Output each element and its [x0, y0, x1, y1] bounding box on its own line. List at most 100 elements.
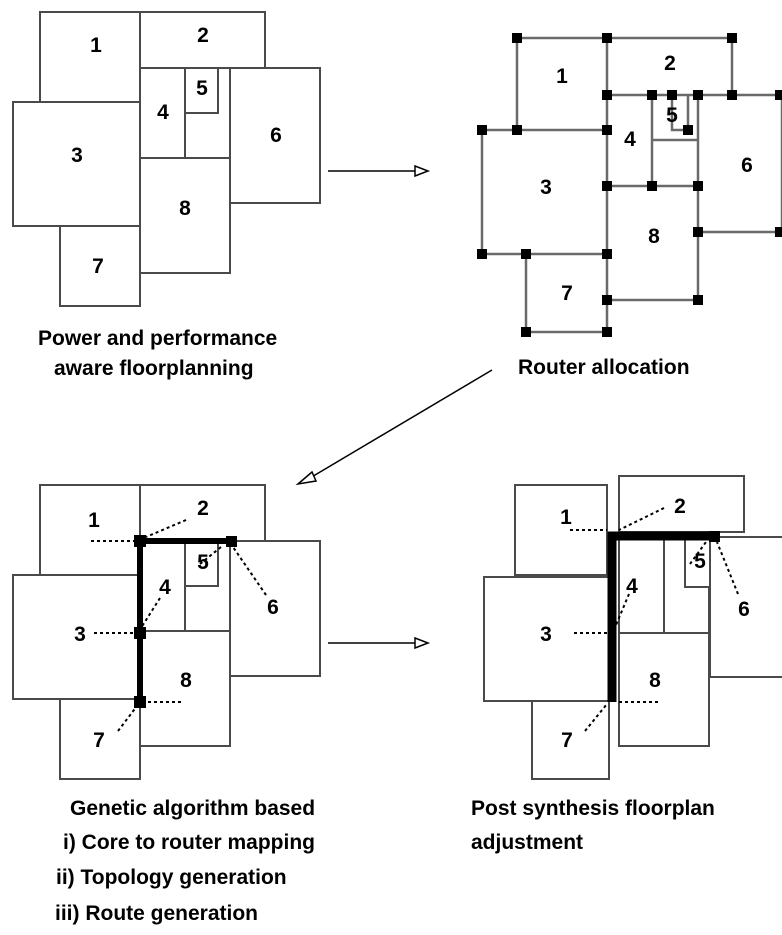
router-node — [521, 327, 531, 337]
block-label-7: 7 — [93, 729, 105, 752]
block-label-3: 3 — [74, 623, 86, 646]
block-label-1: 1 — [560, 506, 572, 529]
arrow-to-router-allocation — [328, 164, 431, 178]
block-2 — [139, 11, 266, 69]
caption-post-1: Post synthesis floorplan — [471, 797, 715, 820]
arrow-to-genetic-algorithm — [295, 369, 493, 486]
block-2 — [618, 475, 745, 533]
router-node — [602, 90, 612, 100]
caption-router-allocation: Router allocation — [518, 356, 690, 379]
block-8 — [139, 630, 231, 747]
block-2 — [139, 484, 266, 542]
block-label-3: 3 — [540, 623, 552, 646]
block-6 — [229, 67, 321, 204]
block-label-5: 5 — [694, 550, 706, 573]
caption-floorplanning-2: aware floorplanning — [54, 357, 254, 380]
block-label-1: 1 — [88, 509, 100, 532]
router-node — [602, 33, 612, 43]
arrow-to-post-synthesis — [328, 636, 431, 650]
caption-floorplanning-1: Power and performance — [38, 327, 277, 350]
router-node — [693, 90, 703, 100]
block-1 — [39, 11, 141, 103]
router-node — [602, 327, 612, 337]
router-node — [602, 125, 612, 135]
block-3 — [12, 101, 141, 227]
routers — [477, 33, 782, 337]
router-node — [709, 531, 720, 542]
router-node — [667, 90, 677, 100]
router-wires — [480, 36, 782, 336]
block-label-6: 6 — [270, 124, 282, 147]
router-node — [693, 181, 703, 191]
block-label-1: 1 — [556, 65, 568, 88]
mapping-leaders — [91, 519, 267, 732]
caption-genetic-1: Genetic algorithm based — [70, 797, 315, 820]
block-label-7: 7 — [92, 255, 104, 278]
block-label-7: 7 — [561, 729, 573, 752]
router-node — [521, 249, 531, 259]
panel-router-allocation: 1 2 5 4 6 3 8 7 Router allocation — [477, 33, 782, 379]
block-label-2: 2 — [664, 52, 676, 75]
router-node — [512, 33, 522, 43]
router-node — [134, 535, 146, 547]
block-label-5: 5 — [666, 104, 678, 127]
block-label-6: 6 — [738, 598, 750, 621]
router-node — [477, 125, 487, 135]
router-node — [775, 90, 782, 100]
block-8 — [139, 157, 231, 274]
block-7 — [59, 698, 141, 780]
block-7 — [531, 700, 610, 780]
router-node — [134, 627, 146, 639]
panel-post-synthesis: 1 2 5 4 6 3 8 7 Post synthesis floorplan… — [471, 475, 782, 854]
caption-post-2: adjustment — [471, 831, 583, 854]
block-label-8: 8 — [648, 225, 660, 248]
block-label-8: 8 — [180, 669, 192, 692]
block-label-4: 4 — [157, 101, 169, 124]
route-path — [607, 531, 716, 702]
block-5 — [184, 67, 219, 114]
block-label-7: 7 — [561, 282, 573, 305]
block-label-3: 3 — [71, 144, 83, 167]
router-node — [134, 696, 146, 708]
router-node — [602, 249, 612, 259]
router-node — [693, 295, 703, 305]
block-label-6: 6 — [267, 596, 279, 619]
block-label-3: 3 — [540, 176, 552, 199]
block-label-1: 1 — [90, 34, 102, 57]
block-6 — [709, 536, 782, 678]
panel-floorplanning: 1 2 5 4 6 3 8 7 Power and performance aw… — [12, 11, 321, 380]
router-node — [226, 536, 237, 547]
router-node — [647, 90, 657, 100]
block-label-5: 5 — [196, 77, 208, 100]
block-label-2: 2 — [197, 24, 209, 47]
router-node — [775, 227, 782, 237]
block-label-8: 8 — [179, 197, 191, 220]
block-label-4: 4 — [626, 575, 638, 598]
panel-genetic-algorithm: 1 2 5 4 6 3 8 7 Genetic algorithm based … — [12, 484, 321, 925]
caption-genetic-3: ii) Topology generation — [56, 866, 287, 889]
router-node — [727, 90, 737, 100]
block-7 — [59, 225, 141, 307]
router-node — [602, 181, 612, 191]
caption-genetic-2: i) Core to router mapping — [63, 831, 315, 854]
router-node — [683, 125, 693, 135]
block-label-6: 6 — [741, 154, 753, 177]
block-label-2: 2 — [674, 495, 686, 518]
block-label-2: 2 — [197, 497, 209, 520]
block-label-8: 8 — [649, 669, 661, 692]
block-label-5: 5 — [197, 551, 209, 574]
router-node — [477, 249, 487, 259]
router-node — [727, 33, 737, 43]
block-1 — [514, 484, 608, 576]
block-label-4: 4 — [159, 576, 171, 599]
mapping-leaders — [570, 507, 739, 732]
block-3 — [483, 576, 610, 702]
router-node — [693, 227, 703, 237]
block-label-4: 4 — [624, 128, 636, 151]
block-3 — [12, 574, 141, 700]
router-node — [647, 181, 657, 191]
block-8 — [618, 632, 710, 747]
router-node — [602, 295, 612, 305]
router-node — [512, 125, 522, 135]
